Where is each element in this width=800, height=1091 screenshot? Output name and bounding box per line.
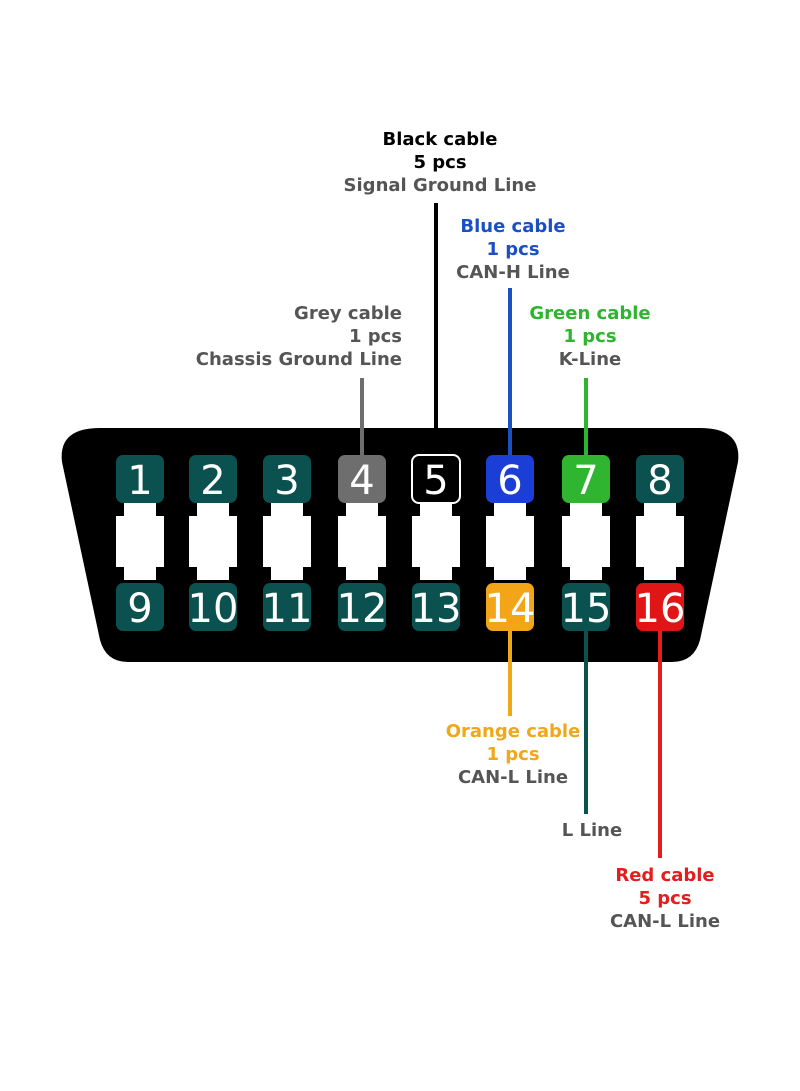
pin-number: 14: [485, 586, 536, 632]
grey-cable-qty: 1 pcs: [348, 326, 402, 347]
pin-box: [116, 583, 164, 631]
pin-13: 13: [411, 583, 462, 632]
pin-box: [486, 455, 534, 503]
pin-box: [263, 455, 311, 503]
orange-cable-label: Orange cable 1 pcs CAN-L Line: [413, 720, 613, 789]
contact-slot: [486, 503, 534, 580]
pin-number: 13: [411, 586, 462, 632]
pin-10: 10: [188, 583, 239, 632]
blue-cable-label: Blue cable 1 pcs CAN-H Line: [413, 215, 613, 284]
pin-box: [411, 454, 461, 504]
pin-number: 5: [423, 458, 448, 504]
contact-slot: [412, 503, 460, 580]
black-cable-line: Signal Ground Line: [343, 175, 537, 196]
pin-number: 2: [200, 458, 225, 504]
pin-number: 10: [188, 586, 239, 632]
pin-box: [486, 583, 534, 631]
pin-box: [338, 455, 386, 503]
blue-cable-line: CAN-H Line: [456, 262, 570, 283]
red-cable-name: Red cable: [615, 865, 715, 886]
pin-15: 15: [561, 583, 612, 632]
green-cable-qty: 1 pcs: [563, 326, 617, 347]
pin-1: 1: [116, 455, 164, 504]
contact-slot: [263, 503, 311, 580]
black-cable-name: Black cable: [382, 129, 498, 150]
pin-8: 8: [636, 455, 684, 504]
pin-box: [263, 583, 311, 631]
pin-box: [562, 455, 610, 503]
red-cable-line: CAN-L Line: [609, 911, 721, 932]
teal-cable-label: L Line: [532, 819, 652, 842]
pin-14: 14: [485, 583, 536, 632]
contact-slot: [562, 503, 610, 580]
pin-12: 12: [337, 583, 388, 632]
green-cable-name: Green cable: [529, 303, 651, 324]
orange-cable-line: CAN-L Line: [457, 767, 569, 788]
pin-box: [562, 583, 610, 631]
blue-cable-qty: 1 pcs: [486, 239, 540, 260]
pin-number: 7: [573, 458, 598, 504]
contact-slot: [189, 503, 237, 580]
pin-9: 9: [116, 583, 164, 632]
pin-2: 2: [189, 455, 237, 504]
pin-box: [412, 583, 460, 631]
pin-3: 3: [263, 455, 311, 504]
pin-box: [189, 455, 237, 503]
contact-slot: [338, 503, 386, 580]
pin-box: [189, 583, 237, 631]
blue-cable-name: Blue cable: [460, 216, 566, 237]
cable-wires: [360, 203, 662, 858]
pin-number: 4: [349, 458, 374, 504]
pin-number: 12: [337, 586, 388, 632]
grey-cable-label: Grey cable 1 pcs Chassis Ground Line: [162, 302, 402, 371]
contact-slot: [636, 503, 684, 580]
pin-number: 1: [127, 458, 152, 504]
contact-slots: [116, 503, 684, 580]
pin-number: 9: [127, 586, 152, 632]
pin-11: 11: [262, 583, 313, 632]
pin-box: [636, 583, 684, 631]
pin-16: 16: [635, 583, 686, 632]
orange-cable-name: Orange cable: [445, 721, 581, 742]
contact-slot: [116, 503, 164, 580]
pin-number: 16: [635, 586, 686, 632]
grey-cable-name: Grey cable: [294, 303, 402, 324]
black-cable-qty: 5 pcs: [413, 152, 467, 173]
red-cable-label: Red cable 5 pcs CAN-L Line: [565, 864, 765, 933]
teal-cable-line: L Line: [561, 820, 623, 841]
pin-box: [636, 455, 684, 503]
pin-4: 4: [338, 455, 386, 504]
pin-6: 6: [486, 455, 534, 504]
pin-number: 6: [497, 458, 522, 504]
orange-cable-qty: 1 pcs: [486, 744, 540, 765]
black-cable-label: Black cable 5 pcs Signal Ground Line: [340, 128, 540, 197]
pin-number: 8: [647, 458, 672, 504]
pin-5: 5: [411, 454, 461, 504]
pin-7: 7: [562, 455, 610, 504]
red-cable-qty: 5 pcs: [638, 888, 692, 909]
pin-number: 3: [274, 458, 299, 504]
pin-number: 11: [262, 586, 313, 632]
pin-box: [338, 583, 386, 631]
green-cable-line: K-Line: [558, 349, 622, 370]
pin-box: [116, 455, 164, 503]
green-cable-label: Green cable 1 pcs K-Line: [490, 302, 690, 371]
pin-number: 15: [561, 586, 612, 632]
grey-cable-line: Chassis Ground Line: [195, 349, 402, 370]
